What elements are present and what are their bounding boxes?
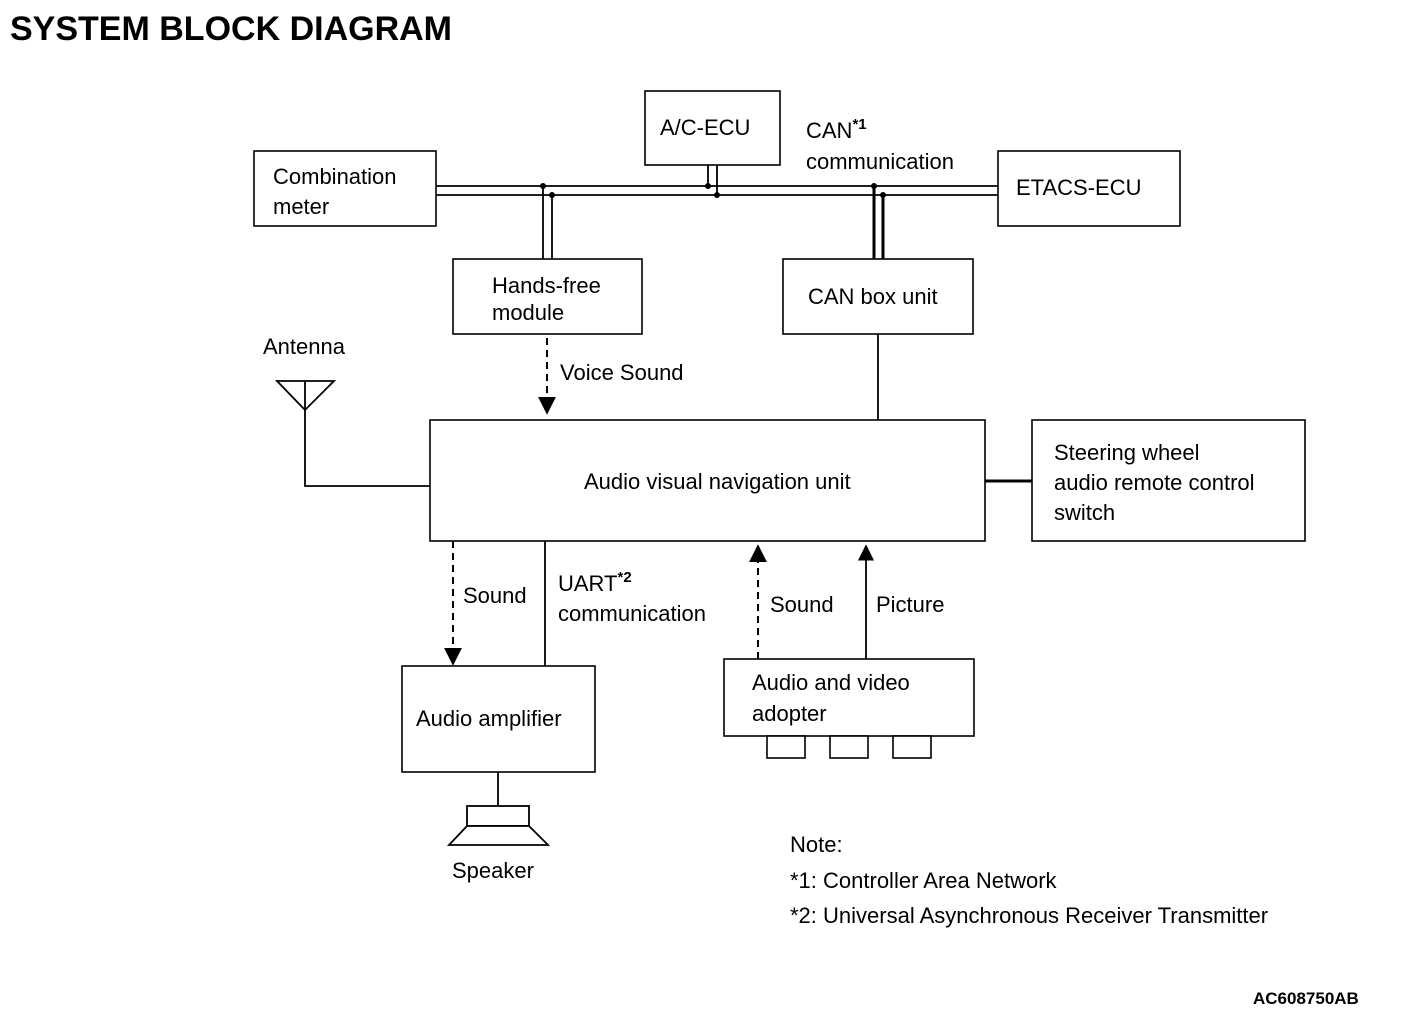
- note-item: *2: Universal Asynchronous Receiver Tran…: [790, 903, 1268, 928]
- svg-text:A/C-ECU: A/C-ECU: [660, 115, 750, 140]
- sound-adopter-label: Sound: [770, 592, 834, 617]
- antenna-line: [304, 410, 430, 487]
- picture-label: Picture: [876, 592, 944, 617]
- svg-text:Steering wheel: Steering wheel: [1054, 440, 1200, 465]
- hands-free-module-block: Hands-free module: [452, 258, 643, 335]
- svg-text:Audio visual navigation unit: Audio visual navigation unit: [584, 469, 851, 494]
- antenna-icon: [274, 380, 337, 412]
- audio-visual-navigation-unit-block: Audio visual navigation unit: [429, 419, 986, 542]
- adopter-jack-2: [829, 735, 869, 759]
- ac-ecu-block: A/C-ECU: [644, 90, 781, 166]
- svg-text:module: module: [492, 300, 564, 325]
- voice-sound-label: Voice Sound: [560, 360, 684, 385]
- etacs-ecu-block: ETACS-ECU: [997, 150, 1181, 227]
- uart-communication-label: communication: [558, 601, 706, 626]
- note-heading: Note:: [790, 832, 843, 857]
- can-label: CAN*1: [806, 116, 867, 143]
- svg-text:Audio and video: Audio and video: [752, 670, 910, 695]
- svg-text:Hands-free: Hands-free: [492, 273, 601, 298]
- adopter-jack-3: [892, 735, 932, 759]
- svg-text:Audio amplifier: Audio amplifier: [416, 706, 562, 731]
- uart-label: UART*2: [558, 569, 632, 596]
- svg-text:CAN box unit: CAN box unit: [808, 284, 938, 309]
- svg-text:ETACS-ECU: ETACS-ECU: [1016, 175, 1142, 200]
- can-box-unit-block: CAN box unit: [782, 258, 974, 335]
- notes: Note: *1: Controller Area Network *2: Un…: [790, 832, 1268, 928]
- audio-amplifier-block: Audio amplifier: [401, 665, 596, 773]
- svg-text:audio remote control: audio remote control: [1054, 470, 1255, 495]
- svg-text:meter: meter: [273, 194, 329, 219]
- audio-video-adopter-block: Audio and video adopter: [723, 658, 975, 759]
- svg-text:Combination: Combination: [273, 164, 397, 189]
- note-item: *1: Controller Area Network: [790, 868, 1058, 893]
- antenna-label: Antenna: [263, 334, 346, 359]
- combination-meter-block: Combination meter: [253, 150, 437, 227]
- svg-text:adopter: adopter: [752, 701, 827, 726]
- speaker-label: Speaker: [452, 858, 534, 883]
- steering-wheel-switch-block: Steering wheel audio remote control swit…: [1031, 419, 1306, 542]
- diagram-title: SYSTEM BLOCK DIAGRAM: [10, 10, 452, 48]
- can-communication-label: communication: [806, 149, 954, 174]
- speaker-icon: [446, 805, 551, 846]
- sound-amplifier-label: Sound: [463, 583, 527, 608]
- figure-code: AC608750AB: [1253, 989, 1359, 1008]
- can-bus: [436, 165, 998, 259]
- svg-text:switch: switch: [1054, 500, 1115, 525]
- adopter-jack-1: [766, 735, 806, 759]
